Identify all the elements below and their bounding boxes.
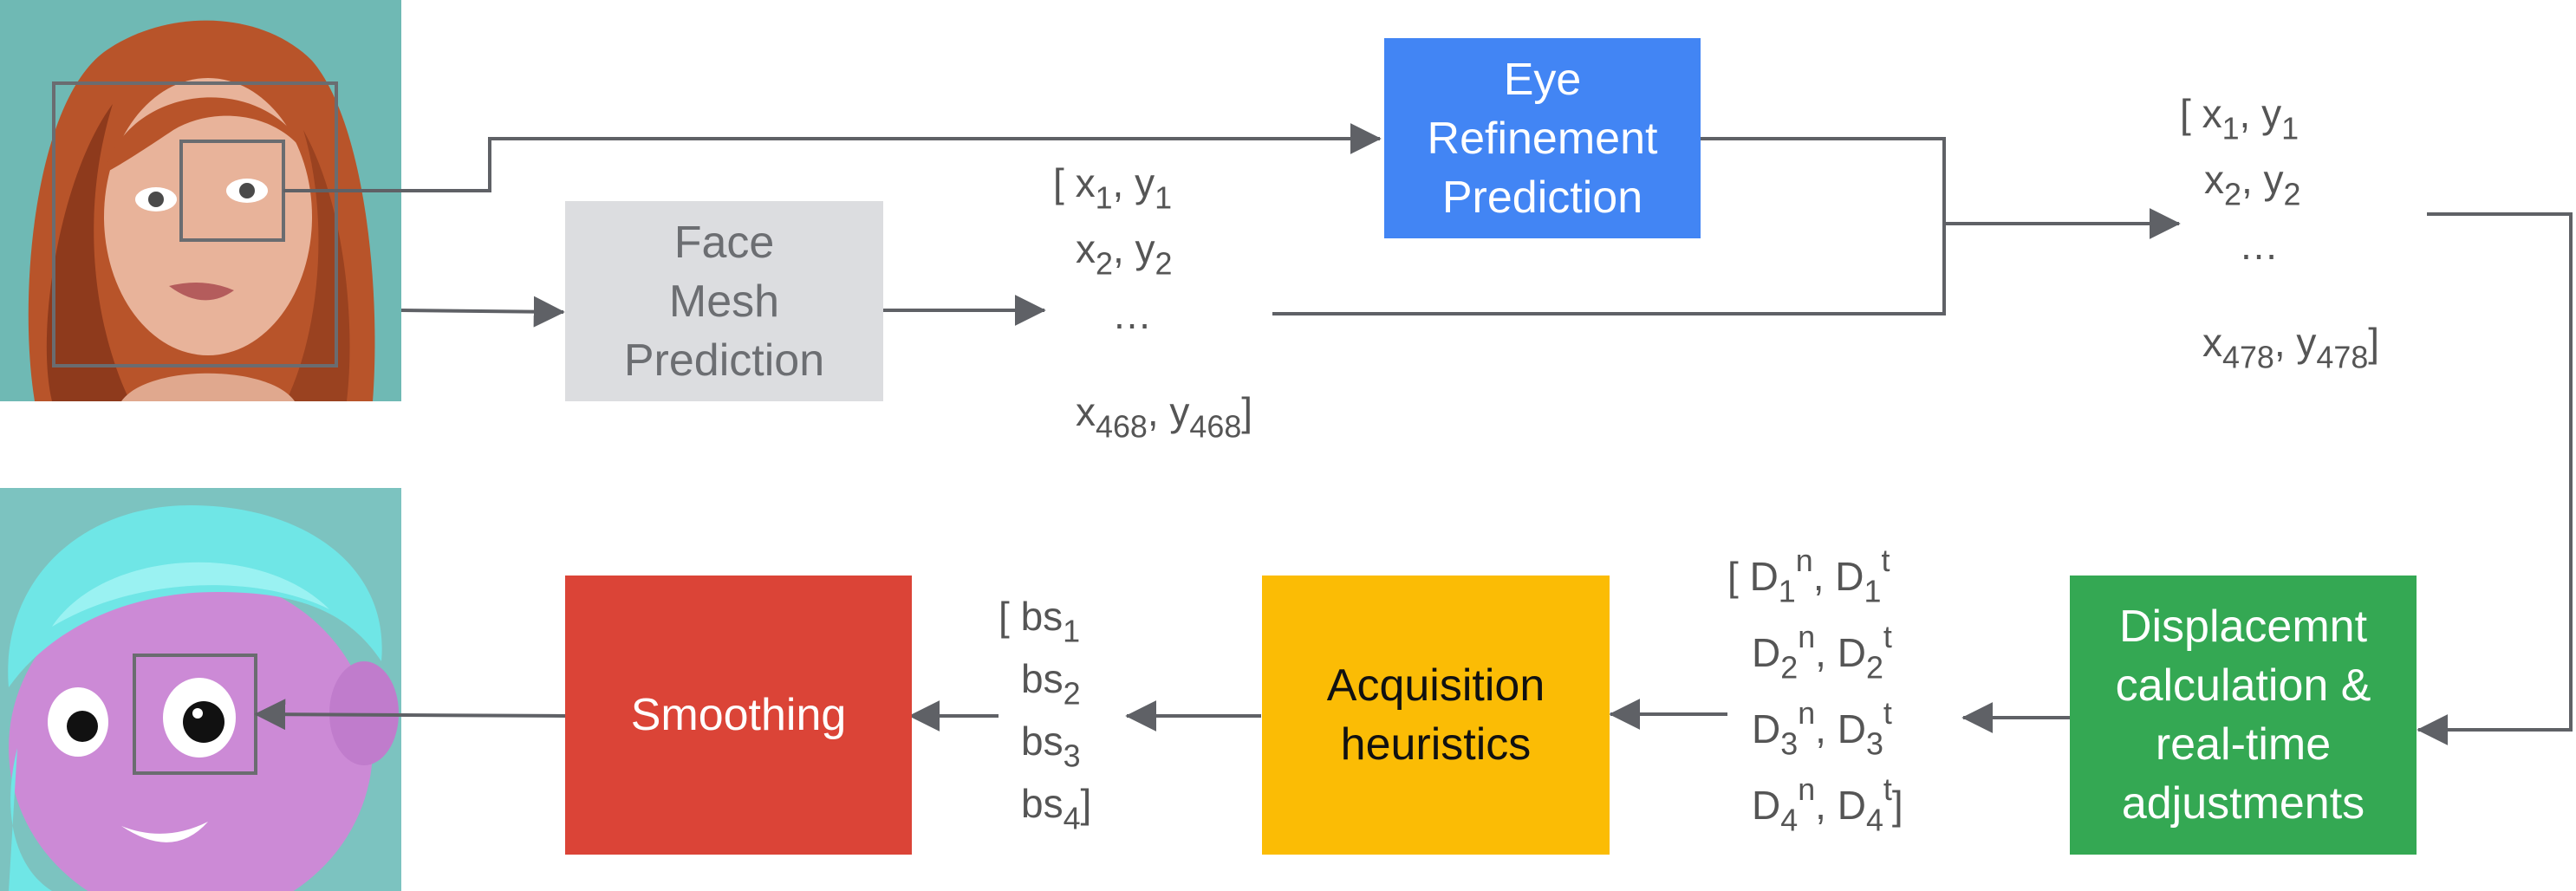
arrow-landmarks-merge [1272, 224, 1946, 315]
displacement-row: D4n, D4t] [1752, 771, 1903, 838]
blendshape-row: bs3 [1021, 719, 1081, 774]
acquisition-label: Acquisition heuristics [1326, 660, 1545, 770]
blendshape-row: [ bs1 [999, 594, 1081, 649]
displacement-label: Displacemnt calculation & real-time adju… [2115, 602, 2371, 829]
arrow-smoothing-to-avatar [254, 699, 566, 731]
input-face-photo [0, 0, 401, 401]
smoothing-box: Smoothing [565, 576, 912, 855]
avatar-eye-box [133, 654, 257, 775]
refined-landmark-row: [ x1, y1 [2180, 91, 2300, 146]
arrow-eye-to-refinement [283, 123, 1382, 192]
refined-landmark-row: x2, y2 [2204, 157, 2301, 212]
eye-refinement-label: Eye Refinement Prediction [1427, 54, 1658, 223]
mesh-landmark-row: x2, y2 [1076, 226, 1173, 282]
blendshape-row: bs4] [1021, 781, 1092, 836]
displacement-vector: [ D1n, D1t D2n, D2t D3n, D3t D4n, D4t] [1727, 543, 1961, 867]
refined-landmarks-vector: [ x1, y1 x2, y2 … x478, y478] [2180, 87, 2440, 381]
refined-landmark-row: x478, y478] [2202, 320, 2380, 375]
displacement-row: D2n, D2t [1752, 619, 1892, 686]
displacement-row: [ D1n, D1t [1727, 543, 1890, 609]
eye-refinement-prediction-box: Eye Refinement Prediction [1384, 38, 1701, 238]
mesh-landmark-row: x468, y468] [1076, 389, 1253, 445]
refined-landmark-ellipsis: … [2239, 223, 2279, 268]
blendshape-vector: [ bs1 bs2 bs3 bs4] [999, 589, 1137, 849]
mesh-landmark-row: [ x1, y1 [1053, 160, 1173, 216]
displacement-row: D3n, D3t [1752, 695, 1892, 762]
arrow-refinement-merge [1701, 137, 1946, 224]
face-mesh-label: Face Mesh Prediction [623, 217, 825, 386]
displacement-calculation-box: Displacemnt calculation & real-time adju… [2070, 576, 2417, 855]
acquisition-heuristics-box: Acquisition heuristics [1262, 576, 1610, 855]
mesh-landmarks-vector: [ x1, y1 x2, y2 … x468, y468] [1053, 156, 1330, 451]
arrow-photo-to-mesh [400, 296, 565, 328]
face-crop-box [52, 81, 338, 367]
blendshape-row: bs2 [1021, 656, 1081, 712]
arrow-refined-to-displacement [2417, 212, 2573, 745]
mesh-landmark-ellipsis: … [1112, 292, 1152, 337]
smoothing-label: Smoothing [630, 690, 847, 740]
eye-crop-box [179, 140, 285, 242]
face-mesh-prediction-box: Face Mesh Prediction [565, 201, 883, 401]
